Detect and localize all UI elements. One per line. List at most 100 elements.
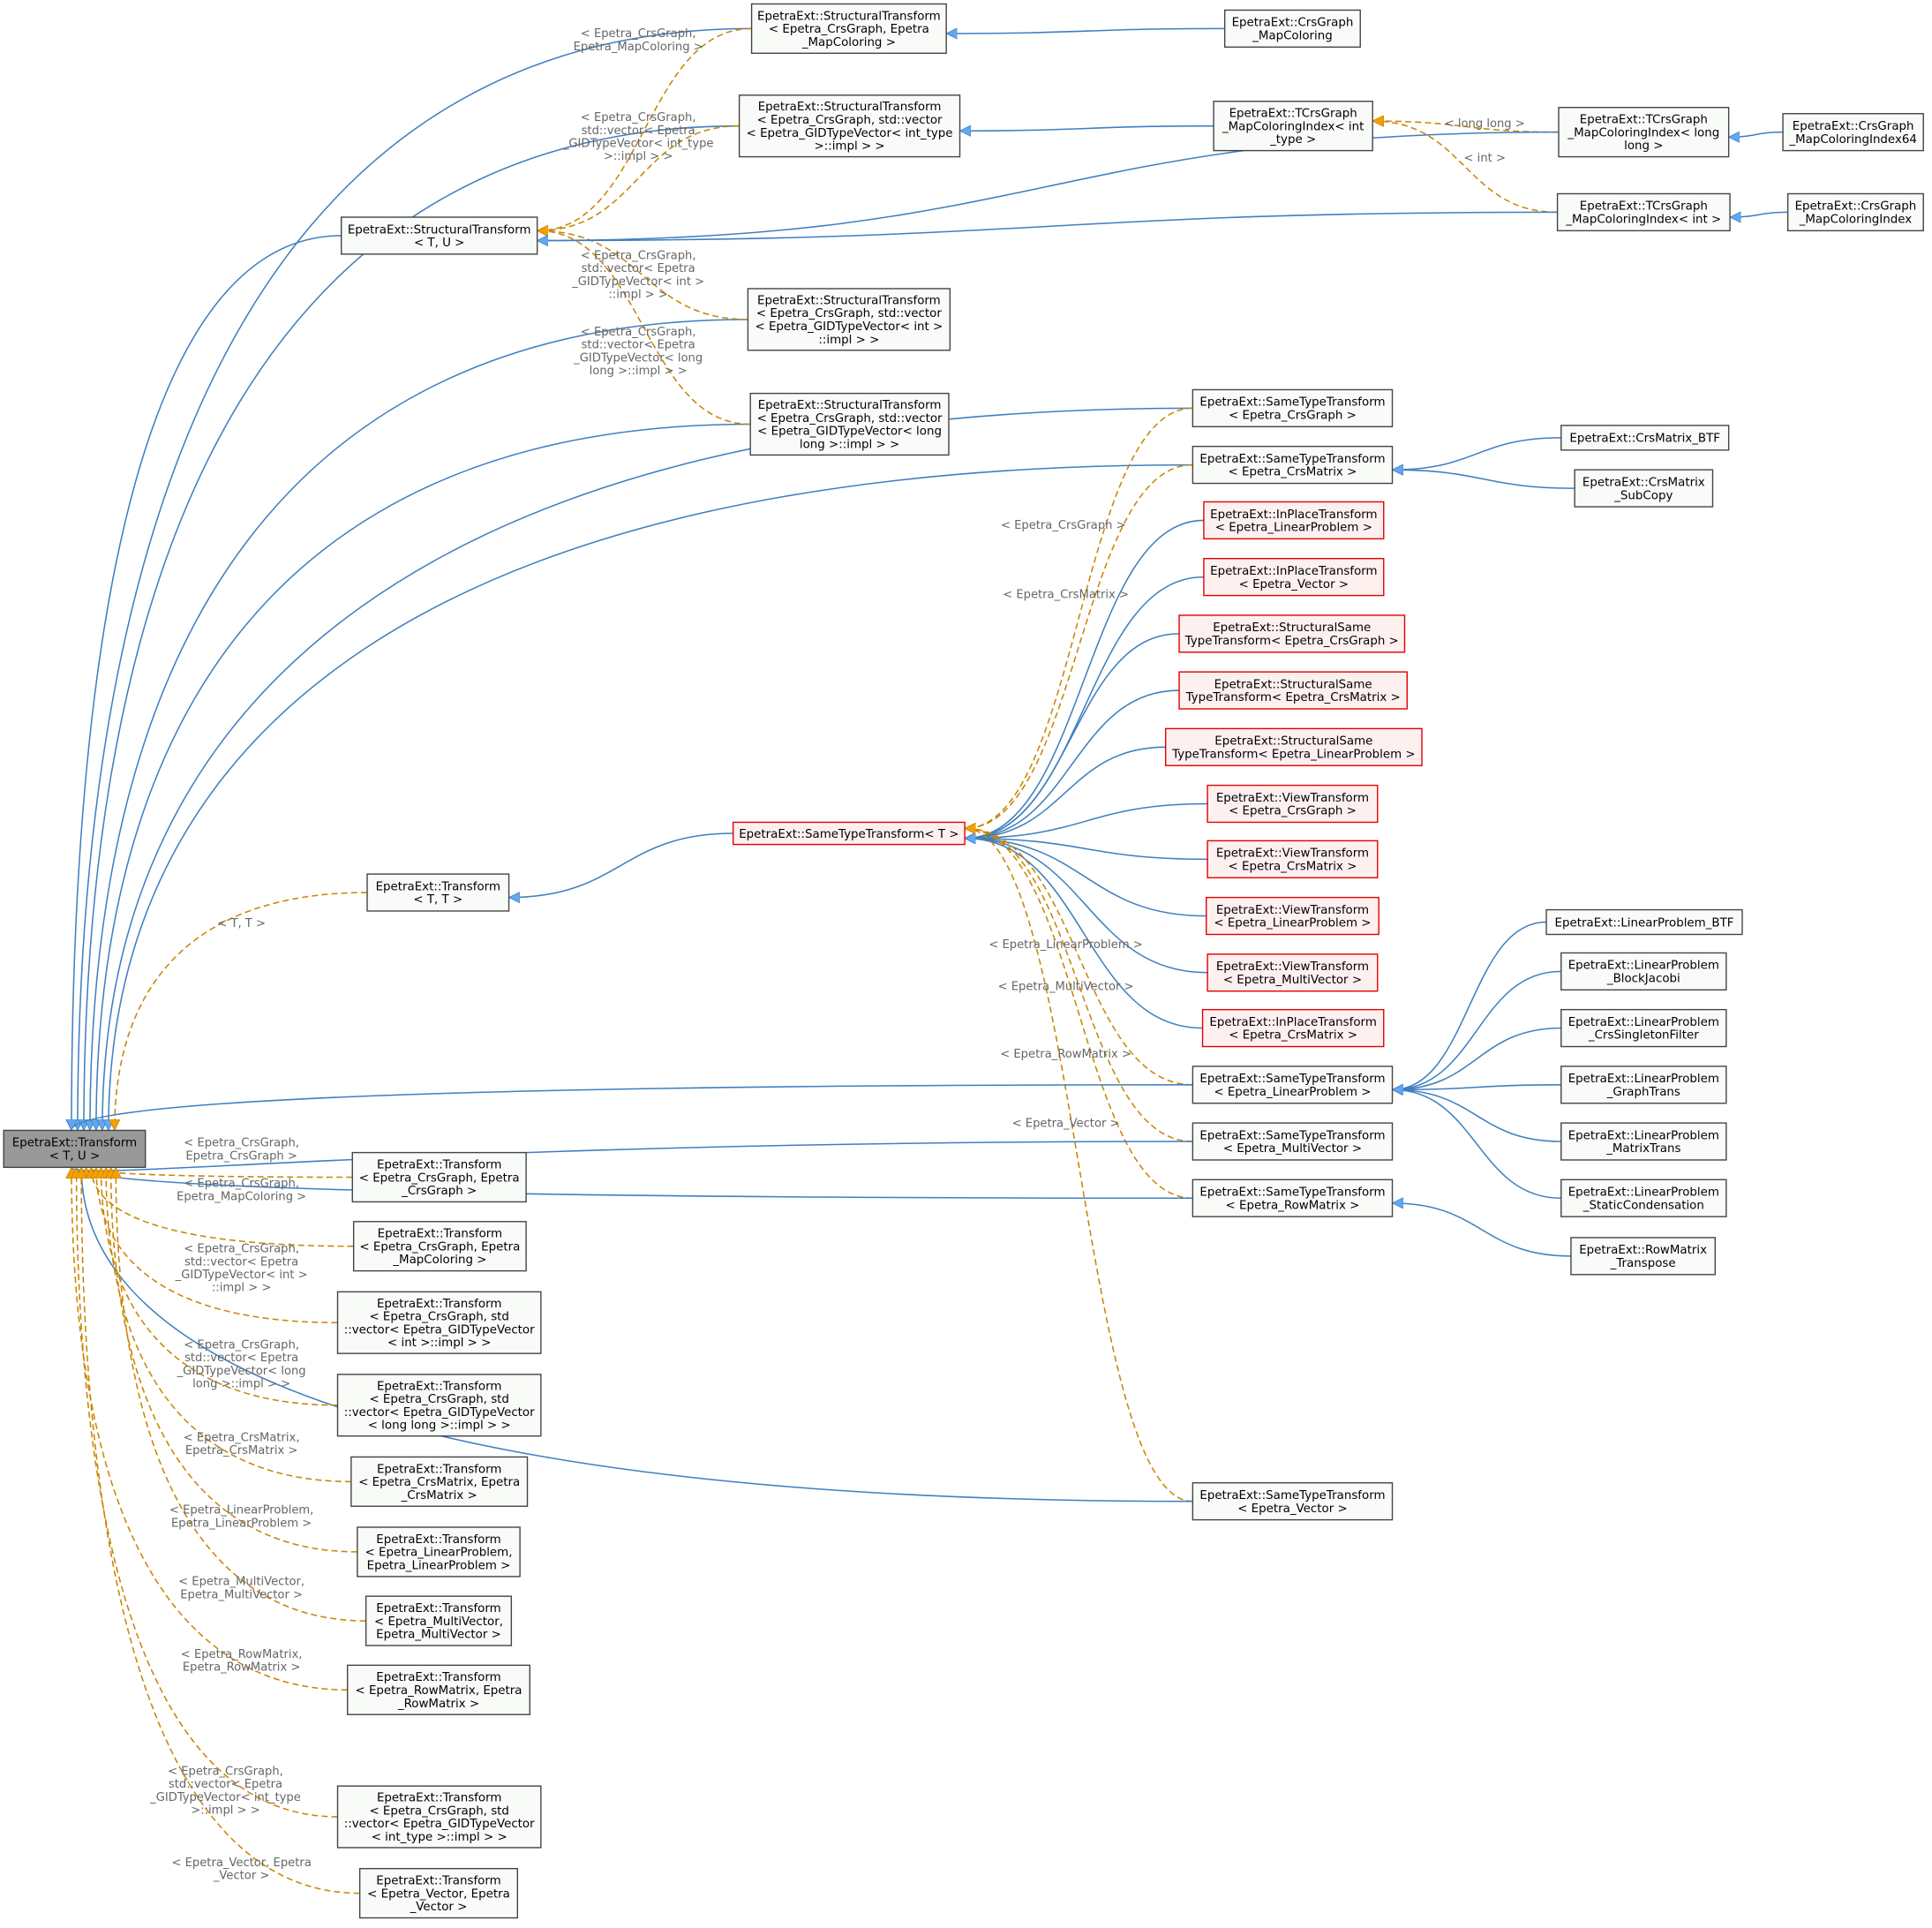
class-node-st-ll[interactable]: EpetraExt::StructuralTransform< Epetra_C… (749, 392, 950, 456)
class-node-label: long >::impl > > (800, 438, 899, 451)
class-node-stt-t[interactable]: EpetraExt::SameTypeTransform< T > (732, 821, 966, 846)
class-node-vt-mv[interactable]: EpetraExt::ViewTransform< Epetra_MultiVe… (1207, 953, 1379, 992)
class-node-label: < Epetra_LinearProblem, (365, 1547, 513, 1560)
edge-label: _GIDTypeVector< int > (175, 1269, 308, 1282)
class-node-t-cmcm[interactable]: EpetraExt::Transform< Epetra_CrsMatrix, … (350, 1456, 529, 1507)
class-node-t-lplp[interactable]: EpetraExt::Transform< Epetra_LinearProbl… (357, 1526, 521, 1578)
class-node-ip-cm[interactable]: EpetraExt::InPlaceTransform< Epetra_CrsM… (1201, 1008, 1385, 1048)
class-node-box (365, 1595, 513, 1646)
class-node-st-mc[interactable]: EpetraExt::StructuralTransform< Epetra_C… (750, 3, 947, 55)
inheritance-edge-lp_sc-to-stt_lp (1393, 1089, 1561, 1200)
class-node-tci-it[interactable]: EpetraExt::TCrsGraph_MapColoringIndex< i… (1213, 101, 1373, 152)
class-node-lp-bj[interactable]: EpetraExt::LinearProblem_BlockJacobi (1560, 952, 1727, 991)
class-node-box (1560, 952, 1727, 991)
class-node-ss-lp[interactable]: EpetraExt::StructuralSameTypeTransform< … (1164, 727, 1423, 766)
class-node-t-cgi[interactable]: EpetraExt::Transform< Epetra_CrsGraph, s… (336, 1291, 542, 1354)
class-node-t-mvmv[interactable]: EpetraExt::Transform< Epetra_MultiVector… (365, 1595, 513, 1646)
class-node-box (1560, 1179, 1727, 1217)
class-node-cm-sub[interactable]: EpetraExt::CrsMatrix_SubCopy (1574, 469, 1714, 508)
class-node-root[interactable]: EpetraExt::Transform< T, U > (3, 1129, 147, 1169)
class-node-rm-t[interactable]: EpetraExt::RowMatrix_Transpose (1570, 1237, 1716, 1276)
class-node-vt-lp[interactable]: EpetraExt::ViewTransform< Epetra_LinearP… (1206, 896, 1379, 936)
class-node-ss-cm[interactable]: EpetraExt::StructuralSameTypeTransform< … (1178, 671, 1408, 710)
edge-label: < long long > (1445, 117, 1525, 131)
class-node-box (1207, 953, 1379, 992)
template-edge-st_mc-to-st_tu (538, 27, 752, 230)
template-edge-t_vv-to-root (81, 1167, 360, 1894)
class-node-cgi[interactable]: EpetraExt::CrsGraph_MapColoringIndex (1786, 192, 1924, 232)
class-node-label: EpetraExt::CrsMatrix_BTF (1569, 433, 1720, 446)
class-node-stt-v[interactable]: EpetraExt::SameTypeTransform< Epetra_Vec… (1192, 1482, 1394, 1521)
edge-label: std::vector< Epetra (184, 1352, 298, 1365)
class-node-t-cgit[interactable]: EpetraExt::Transform< Epetra_CrsGraph, s… (336, 1785, 542, 1849)
class-node-label: EpetraExt::RowMatrix (1579, 1244, 1707, 1257)
class-node-lp-sc[interactable]: EpetraExt::LinearProblem_StaticCondensat… (1560, 1179, 1727, 1217)
class-node-t-cgll[interactable]: EpetraExt::Transform< Epetra_CrsGraph, s… (336, 1374, 542, 1437)
class-node-st-it[interactable]: EpetraExt::StructuralTransform< Epetra_C… (738, 94, 961, 158)
class-node-st-i[interactable]: EpetraExt::StructuralTransform< Epetra_C… (747, 288, 951, 351)
class-node-label: _MapColoringIndex< int (1222, 120, 1364, 133)
class-node-label: EpetraExt::Transform (377, 1158, 501, 1171)
edge-label: < Epetra_Vector > (1012, 1117, 1120, 1130)
class-node-ip-lp[interactable]: EpetraExt::InPlaceTransform< Epetra_Line… (1203, 501, 1385, 540)
class-node-stt-cm[interactable]: EpetraExt::SameTypeTransform< Epetra_Crs… (1192, 445, 1394, 485)
class-node-label: _CrsSingletonFilter (1588, 1029, 1699, 1043)
edge-label: < Epetra_MultiVector, (178, 1576, 304, 1589)
edge-label: < Epetra_CrsGraph, (184, 1339, 299, 1352)
class-node-label: EpetraExt::Transform (377, 1792, 501, 1805)
class-node-label: EpetraExt::ViewTransform (1216, 960, 1369, 974)
class-node-stt-lp[interactable]: EpetraExt::SameTypeTransform< Epetra_Lin… (1192, 1066, 1394, 1104)
class-node-t-cgmc[interactable]: EpetraExt::Transform< Epetra_CrsGraph, E… (352, 1221, 527, 1272)
class-node-t-cgcg[interactable]: EpetraExt::Transform< Epetra_CrsGraph, E… (351, 1151, 527, 1203)
class-node-label: EpetraExt::SameTypeTransform (1199, 1186, 1385, 1200)
class-node-label: EpetraExt::SameTypeTransform (1199, 1489, 1385, 1502)
inheritance-edge-stt_t-to-t_tt (509, 832, 733, 898)
class-node-lp-csf[interactable]: EpetraExt::LinearProblem_CrsSingletonFil… (1560, 1008, 1727, 1048)
class-node-ss-cg[interactable]: EpetraExt::StructuralSameTypeTransform< … (1178, 614, 1406, 653)
edge-label: Epetra_CrsMatrix > (185, 1444, 298, 1457)
class-node-t-rmrm[interactable]: EpetraExt::Transform< Epetra_RowMatrix, … (346, 1664, 530, 1715)
class-node-label: < Epetra_CrsGraph > (1229, 410, 1357, 423)
class-node-tci-ll[interactable]: EpetraExt::TCrsGraph_MapColoringIndex< l… (1558, 107, 1730, 158)
class-node-lp-mt[interactable]: EpetraExt::LinearProblem_MatrixTrans (1560, 1122, 1727, 1161)
edge-label: < Epetra_CrsMatrix, (184, 1431, 300, 1444)
edge-label: < Epetra_CrsGraph > (1001, 519, 1126, 532)
class-node-vt-cg[interactable]: EpetraExt::ViewTransform< Epetra_CrsGrap… (1207, 784, 1379, 824)
class-node-label: EpetraExt::CrsGraph (1795, 200, 1917, 214)
class-node-label: < Epetra_LinearProblem > (1214, 917, 1371, 930)
class-node-label: EpetraExt::Transform (376, 1602, 500, 1615)
class-node-ip-v[interactable]: EpetraExt::InPlaceTransform< Epetra_Vect… (1203, 558, 1385, 597)
class-node-label: < Epetra_LinearProblem > (1214, 1086, 1371, 1099)
edge-label: < Epetra_CrsGraph, (168, 1766, 283, 1779)
class-node-st-tu[interactable]: EpetraExt::StructuralTransform< T, U > (341, 216, 538, 255)
class-node-lp-gt[interactable]: EpetraExt::LinearProblem_GraphTrans (1560, 1066, 1727, 1104)
class-node-t-tt[interactable]: EpetraExt::Transform< T, T > (366, 873, 510, 912)
class-node-cgi64[interactable]: EpetraExt::CrsGraph_MapColoringIndex64 (1782, 113, 1924, 152)
class-node-vt-cm[interactable]: EpetraExt::ViewTransform< Epetra_CrsMatr… (1207, 840, 1379, 878)
class-node-tci-i[interactable]: EpetraExt::TCrsGraph_MapColoringIndex< i… (1556, 192, 1731, 232)
class-node-stt-cg[interactable]: EpetraExt::SameTypeTransform< Epetra_Crs… (1192, 388, 1394, 428)
class-node-label: EpetraExt::InPlaceTransform (1210, 508, 1377, 522)
edge-label: < Epetra_Vector, Epetra (171, 1856, 311, 1870)
class-node-label: < T, U > (414, 237, 464, 250)
class-node-label: < int >::impl > > (387, 1337, 491, 1350)
class-node-label: EpetraExt::Transform (378, 1228, 502, 1241)
class-node-box (1786, 192, 1924, 232)
class-node-label: EpetraExt::SameTypeTransform (1199, 1129, 1385, 1142)
class-node-box (750, 3, 947, 55)
class-node-lp-btf[interactable]: EpetraExt::LinearProblem_BTF (1545, 908, 1743, 936)
class-node-label: < Epetra_Vector, Epetra (367, 1887, 510, 1901)
class-node-stt-rm[interactable]: EpetraExt::SameTypeTransform< Epetra_Row… (1192, 1179, 1394, 1217)
class-node-label: < long long >::impl > > (368, 1420, 511, 1433)
class-node-label: EpetraExt::Transform (12, 1137, 137, 1150)
class-node-label: < Epetra_CrsGraph, Epetra (359, 1240, 520, 1254)
class-node-label: EpetraExt::Transform (376, 1671, 500, 1684)
template-edge-t_cgmc-to-root (91, 1167, 354, 1247)
inheritance-edge-ip_cm-to-stt_t (965, 839, 1203, 1029)
class-node-cm-btf[interactable]: EpetraExt::CrsMatrix_BTF (1560, 425, 1730, 451)
class-node-t-vv[interactable]: EpetraExt::Transform< Epetra_Vector, Epe… (358, 1867, 519, 1919)
template-edge-st_i-to-st_tu (538, 230, 748, 320)
class-node-stt-mv[interactable]: EpetraExt::SameTypeTransform< Epetra_Mul… (1192, 1122, 1394, 1161)
class-node-cg-mc[interactable]: EpetraExt::CrsGraph_MapColoring (1223, 9, 1361, 49)
class-node-label: _Vector > (410, 1901, 468, 1914)
